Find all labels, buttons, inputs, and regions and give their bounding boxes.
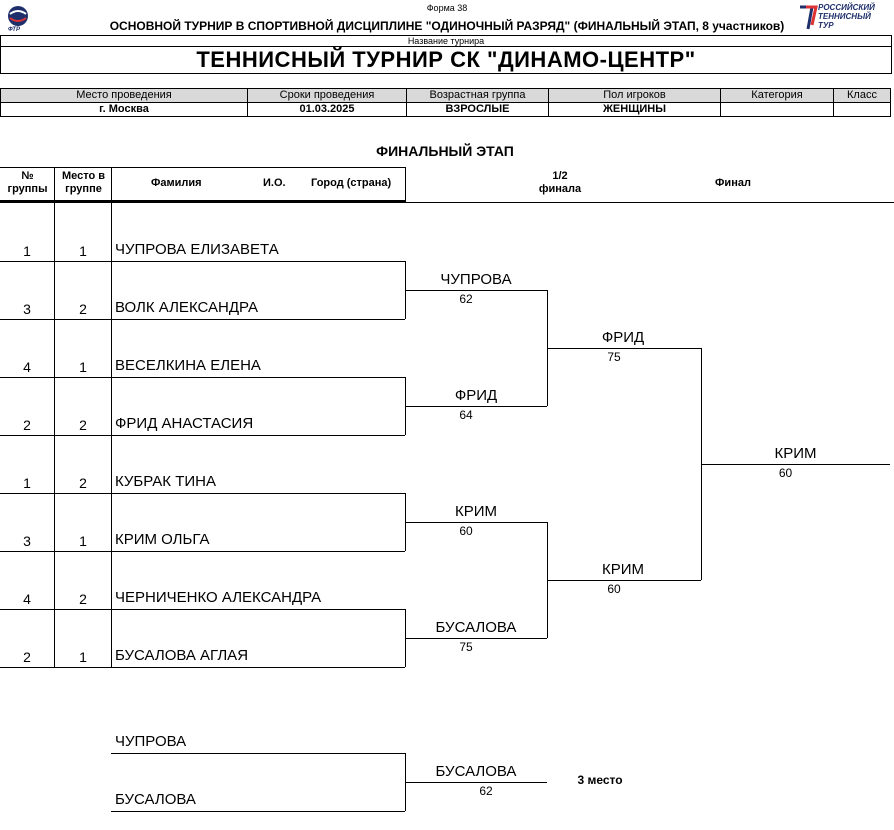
player-name: КУБРАК ТИНА: [115, 473, 216, 490]
header-divider-2: [111, 167, 112, 203]
semifinal-score: 75: [607, 350, 621, 364]
player-group-number: 2: [23, 417, 31, 433]
tournament-info-table: Место проведения Сроки проведения Возрас…: [0, 88, 891, 117]
player-group-number: 2: [23, 649, 31, 665]
player-name: ФРИД АНАСТАСИЯ: [115, 415, 254, 432]
player-group-place: 1: [79, 243, 87, 259]
final-winner: КРИМ: [774, 445, 817, 462]
rtt-logo-line-1: РОССИЙСКИЙ: [818, 3, 875, 12]
info-header-category: Категория: [720, 88, 834, 103]
round1-winner-line: [405, 290, 547, 291]
third-place-player: БУСАЛОВА: [115, 791, 196, 808]
round1-score: 60: [459, 524, 473, 538]
player-row-line: [0, 609, 405, 610]
player-name: ЧЕРНИЧЕНКО АЛЕКСАНДРА: [115, 589, 322, 606]
round1-winner: КРИМ: [454, 503, 498, 520]
round1-winner: ФРИД: [454, 387, 498, 404]
info-dates: 01.03.2025: [247, 102, 407, 117]
tournament-title: ТЕННИСНЫЙ ТУРНИР СК "ДИНАМО-ЦЕНТР": [0, 46, 892, 74]
stage-title: ФИНАЛЬНЫЙ ЭТАП: [376, 143, 514, 159]
round1-score: 62: [459, 292, 473, 306]
player-group-place: 1: [79, 649, 87, 665]
info-category: [720, 102, 834, 117]
player-group-place: 2: [79, 417, 87, 433]
player-name: ВЕСЕЛКИНА ЕЛЕНА: [115, 357, 261, 374]
round1-score: 64: [459, 408, 473, 422]
header-bottom-line: [0, 200, 406, 202]
player-row-line: [0, 435, 405, 436]
info-header-dates: Сроки проведения: [247, 88, 407, 103]
semifinal-winner-line: [547, 580, 701, 581]
third-place-player: ЧУПРОВА: [115, 733, 187, 750]
semifinal-winner-line: [547, 348, 701, 349]
header-top-line: [0, 167, 405, 168]
col-header-surname: Фамилия: [151, 177, 202, 189]
header-divider-1: [54, 167, 55, 203]
rtt-logo-line-2: ТЕННИСНЫЙ: [818, 12, 871, 21]
player-row-line: [0, 319, 405, 320]
col-header-final: Финал: [715, 177, 751, 189]
info-gender: ЖЕНЩИНЫ: [548, 102, 721, 117]
player-group-number: 1: [23, 243, 31, 259]
ftr-logo-text: ФТР: [8, 27, 20, 33]
player-name: БУСАЛОВА АГЛАЯ: [115, 647, 249, 664]
info-venue: г. Москва: [0, 102, 248, 117]
player-row-line: [0, 377, 405, 378]
player-row-line: [0, 261, 405, 262]
round1-winner: ЧУПРОВА: [440, 271, 512, 288]
player-name: ВОЛК АЛЕКСАНДРА: [115, 299, 259, 316]
player-group-place: 1: [79, 533, 87, 549]
player-group-place: 2: [79, 301, 87, 317]
info-class: [833, 102, 891, 117]
player-group-place: 2: [79, 591, 87, 607]
player-name: КРИМ ОЛЬГА: [115, 531, 210, 548]
third-place-winner: БУСАЛОВА: [435, 763, 517, 780]
info-header-gender: Пол игроков: [548, 88, 721, 103]
ftr-logo: ФТР: [4, 4, 32, 39]
col-header-initials: И.О.: [263, 177, 286, 189]
form-number: Форма 38: [426, 3, 468, 13]
third-place-label: 3 место: [577, 773, 623, 787]
col-header-city: Город (страна): [311, 177, 392, 189]
info-header-age-group: Возрастная группа: [406, 88, 549, 103]
final-score: 60: [778, 466, 793, 480]
tournament-name-label: Название турнира: [0, 35, 892, 47]
player-name: ЧУПРОВА ЕЛИЗАВЕТА: [115, 241, 279, 258]
semifinal-score: 60: [607, 582, 621, 596]
round1-score: 75: [459, 640, 473, 654]
player-group-number: 1: [23, 475, 31, 491]
player-group-number: 3: [23, 301, 31, 317]
third-place-score: 62: [479, 784, 493, 798]
player-group-number: 4: [23, 359, 31, 375]
third-place-row-line: [111, 811, 405, 812]
player-group-place: 1: [79, 359, 87, 375]
round1-winner: БУСАЛОВА: [435, 619, 517, 636]
player-group-place: 2: [79, 475, 87, 491]
third-place-winner-line: [405, 782, 547, 783]
player-row-line: [0, 551, 405, 552]
player-group-number: 3: [23, 533, 31, 549]
final-winner-line: [701, 464, 890, 465]
rtt-logo-line-3: ТУР: [818, 21, 834, 30]
semifinal-winner: ФРИД: [601, 329, 645, 346]
round1-winner-line: [405, 638, 547, 639]
player-group-number: 4: [23, 591, 31, 607]
player-row-line: [0, 493, 405, 494]
third-place-row-line: [111, 753, 405, 754]
header-full-line: [0, 202, 894, 203]
info-header-venue: Место проведения: [0, 88, 248, 103]
round1-winner-line: [405, 406, 547, 407]
header-divider-3: [405, 167, 406, 203]
tournament-subtitle: ОСНОВНОЙ ТУРНИР В СПОРТИВНОЙ ДИСЦИПЛИНЕ …: [109, 19, 785, 33]
round1-winner-line: [405, 522, 547, 523]
info-age-group: ВЗРОСЛЫЕ: [406, 102, 549, 117]
player-row-line: [0, 667, 405, 668]
semifinal-winner: КРИМ: [601, 561, 645, 578]
info-header-class: Класс: [833, 88, 891, 103]
